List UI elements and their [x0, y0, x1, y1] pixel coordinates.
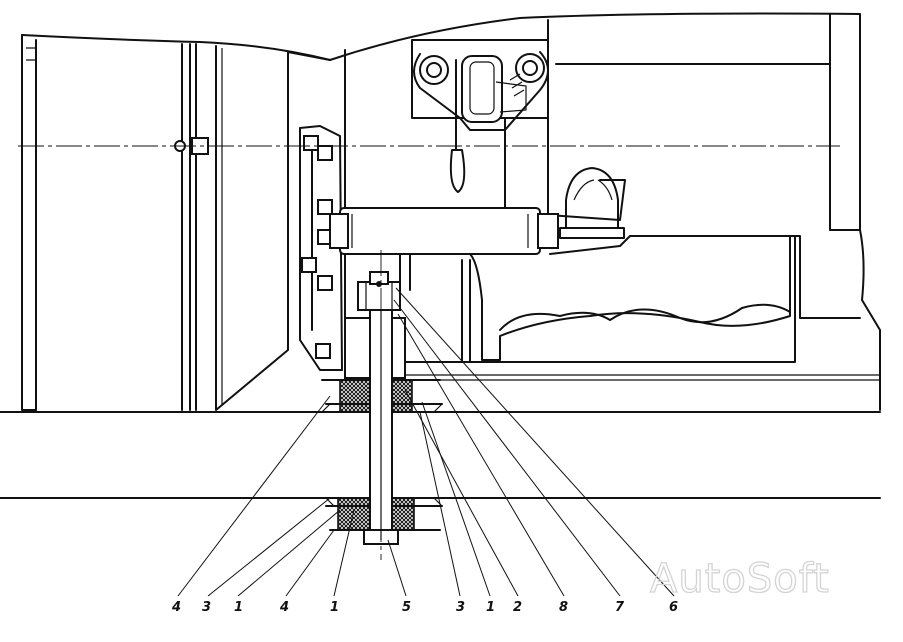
cross-shaft	[329, 207, 559, 255]
callout-label: 5	[402, 600, 411, 615]
frame-member	[0, 374, 881, 499]
watermark: AutoSoft	[650, 556, 830, 602]
callout-label: 8	[559, 600, 568, 615]
leader-lines	[177, 287, 675, 597]
callout-label: 1	[486, 600, 495, 615]
housing	[21, 12, 881, 411]
callout-label: 6	[669, 600, 678, 615]
centerlines	[18, 145, 840, 560]
callout-label: 7	[615, 600, 625, 615]
dome-mount	[559, 167, 625, 239]
callout-label: 2	[513, 600, 522, 615]
flange-plate	[174, 125, 343, 371]
callout-label: 3	[202, 600, 211, 615]
callout-label: 4	[279, 600, 289, 615]
callout-label: 1	[330, 600, 339, 615]
callout-labels: 4 3 1 4 1 5 3 1 2 8 7 6	[171, 600, 678, 615]
callout-label: 1	[234, 600, 243, 615]
lever-mechanism	[413, 51, 831, 193]
callout-label: 4	[171, 600, 181, 615]
callout-label: 3	[456, 600, 465, 615]
oil-pan	[344, 235, 796, 363]
